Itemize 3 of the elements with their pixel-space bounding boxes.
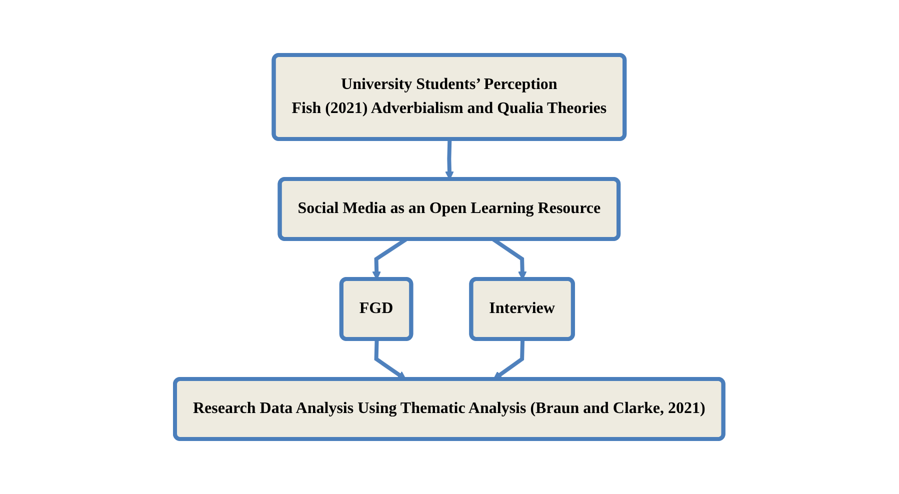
arrow (374, 339, 407, 380)
arrow (493, 339, 525, 380)
arrow (445, 139, 454, 180)
